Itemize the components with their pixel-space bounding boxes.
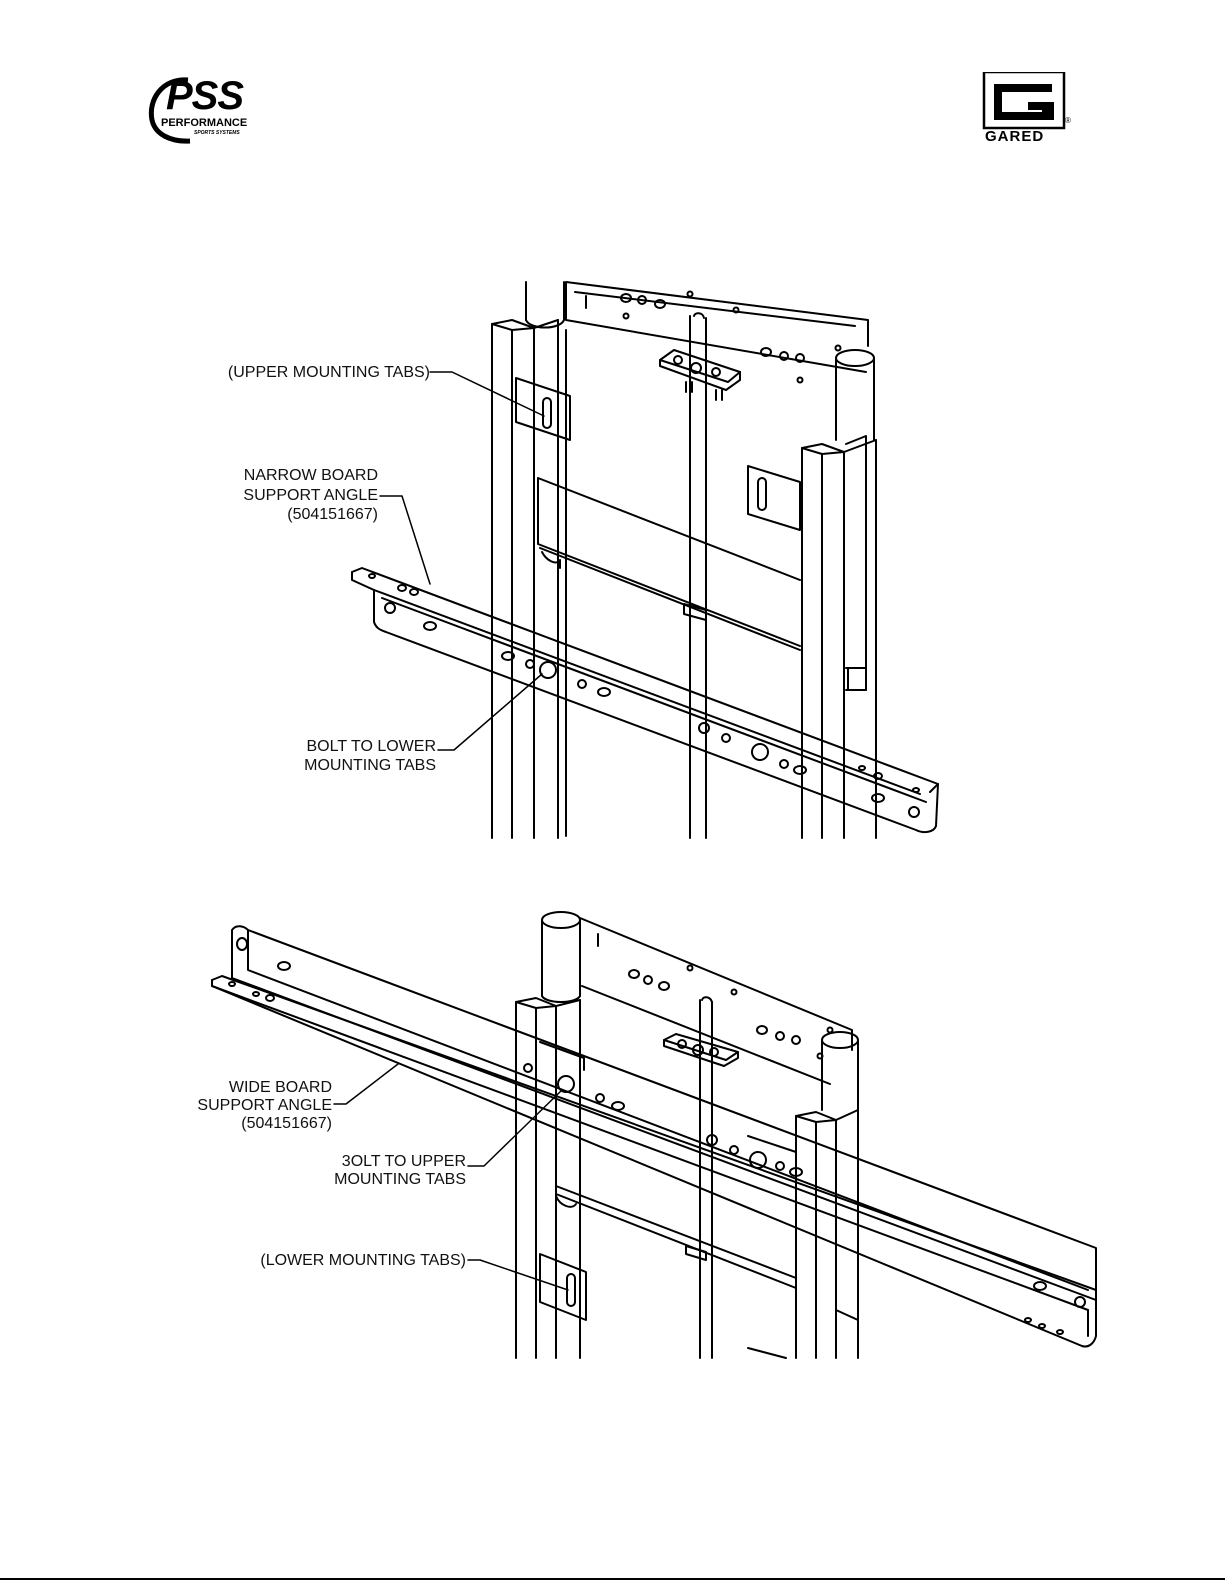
bolt-upper-label-line1: 3OLT TO UPPER (290, 1152, 466, 1171)
lower-mounting-tabs-label: (LOWER MOUNTING TABS) (230, 1251, 466, 1270)
page-bottom-rule (0, 1578, 1225, 1580)
narrow-board-part-number: (504151667) (190, 505, 378, 524)
upper-mounting-tabs-label: (UPPER MOUNTING TABS) (190, 363, 430, 382)
bolt-upper-label-line2: MOUNTING TABS (290, 1170, 466, 1189)
narrow-board-label-line2: SUPPORT ANGLE (190, 486, 378, 505)
top-figure-leaders (380, 372, 544, 750)
wide-board-part-number: (504151667) (150, 1114, 332, 1133)
bottom-figure-frame (212, 912, 1096, 1358)
wide-board-label-line1: WIDE BOARD (150, 1078, 332, 1097)
bolt-lower-label-line2: MOUNTING TABS (240, 756, 436, 775)
top-figure-frame (352, 282, 938, 838)
narrow-board-label-line1: NARROW BOARD (190, 466, 378, 485)
wide-board-label-line2: SUPPORT ANGLE (150, 1096, 332, 1115)
bolt-lower-label-line1: BOLT TO LOWER (240, 737, 436, 756)
